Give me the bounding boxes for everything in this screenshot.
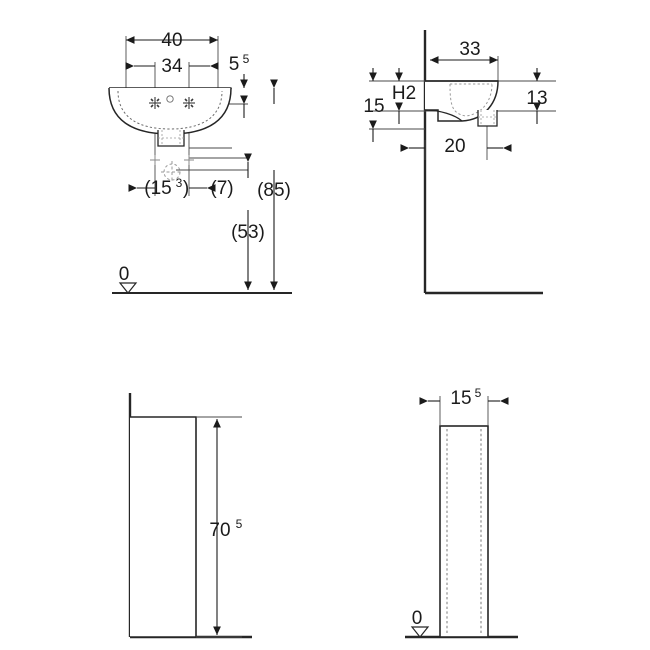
dimension-rim-thickness: 5 5 (229, 52, 250, 118)
dimension-fixing-height: 15 (363, 68, 385, 142)
dimension-overall-width-label: 40 (161, 30, 182, 51)
dimension-overall-width: 40 (126, 30, 218, 51)
tap-hole-left-icon (149, 97, 161, 109)
dimension-pedestal-width-label: 15 (450, 388, 471, 409)
dimension-tap-hole-spacing-label: 34 (161, 56, 183, 77)
dimension-waste-height: (53) (231, 153, 265, 290)
pedestal-front-outline (439, 425, 489, 638)
pedestal-side-outline (130, 416, 197, 638)
dimension-bracket-offset-left-sup: 3 (176, 176, 183, 190)
extension-lines-side-pedestal (196, 416, 242, 638)
dimension-bowl-height-label: 13 (526, 88, 547, 109)
dimension-rim-thickness-label: 5 (229, 54, 240, 75)
dimension-connection-h2-label: H2 (392, 83, 416, 104)
dimension-pedestal-height-label: 70 (209, 520, 230, 541)
dimension-bracket-offset-right: (7) (210, 178, 233, 199)
dimension-rim-height-label: (85) (257, 180, 291, 201)
fixing-marks-front-basin (150, 155, 194, 183)
dimension-pedestal-height-sup: 5 (236, 517, 243, 531)
dimension-bracket-offset-left-suffix: ) (183, 178, 189, 199)
dimension-fixing-height-label: 15 (363, 96, 384, 117)
datum-triangle-icon-pedestal (410, 626, 430, 638)
dimension-pedestal-height: 70 5 (209, 419, 243, 635)
pedestal-hidden-lines (446, 429, 482, 635)
dimension-rim-height: (85) (257, 79, 291, 290)
floor-line-front-basin: 0 (112, 264, 292, 294)
dimension-waste-offset-label: 20 (444, 136, 465, 157)
dimension-bracket-offset-right-label: (7) (210, 178, 233, 199)
basin-side-outline (424, 80, 499, 127)
view-side-pedestal: 70 5 (128, 393, 252, 639)
datum-label-front-pedestal: 0 (412, 608, 423, 629)
view-side-basin: 33 13 15 H2 20 (363, 30, 556, 295)
fixing-mark-left-icon (150, 155, 160, 165)
dimension-pedestal-width-sup: 5 (475, 386, 482, 400)
dimension-waste-height-label: (53) (231, 222, 265, 243)
datum-front-pedestal: 0 (410, 608, 430, 638)
wall-and-floor-side-basin (423, 30, 543, 295)
view-front-pedestal: 15 5 0 (405, 386, 518, 639)
dimension-connection-h2: H2 (392, 68, 416, 124)
dimension-bowl-height: 13 (526, 68, 548, 124)
dimension-waste-offset: 20 (400, 136, 512, 157)
dimension-projection-depth: 33 (430, 39, 498, 64)
dimension-bracket-offset-left-label: (15 (144, 178, 171, 199)
view-front-basin: 40 34 5 5 (15 3 ) (7) (108, 30, 292, 294)
datum-label-front-basin: 0 (119, 264, 130, 285)
waste-centre-icon (161, 161, 183, 183)
tap-hole-marks (149, 95, 195, 109)
dimension-tap-hole-spacing: 34 (125, 56, 219, 77)
dimension-pedestal-width: 15 5 (419, 386, 509, 409)
dimension-rim-thickness-sup: 5 (243, 52, 250, 66)
fixing-mark-right-icon (184, 155, 194, 165)
basin-front-outline (108, 87, 232, 147)
overflow-hole-icon (166, 95, 174, 103)
datum-triangle-icon (118, 282, 138, 294)
dimension-projection-depth-label: 33 (459, 39, 480, 60)
tap-hole-right-icon (183, 97, 195, 109)
dimension-bracket-offset-left: (15 3 ) (128, 176, 216, 199)
